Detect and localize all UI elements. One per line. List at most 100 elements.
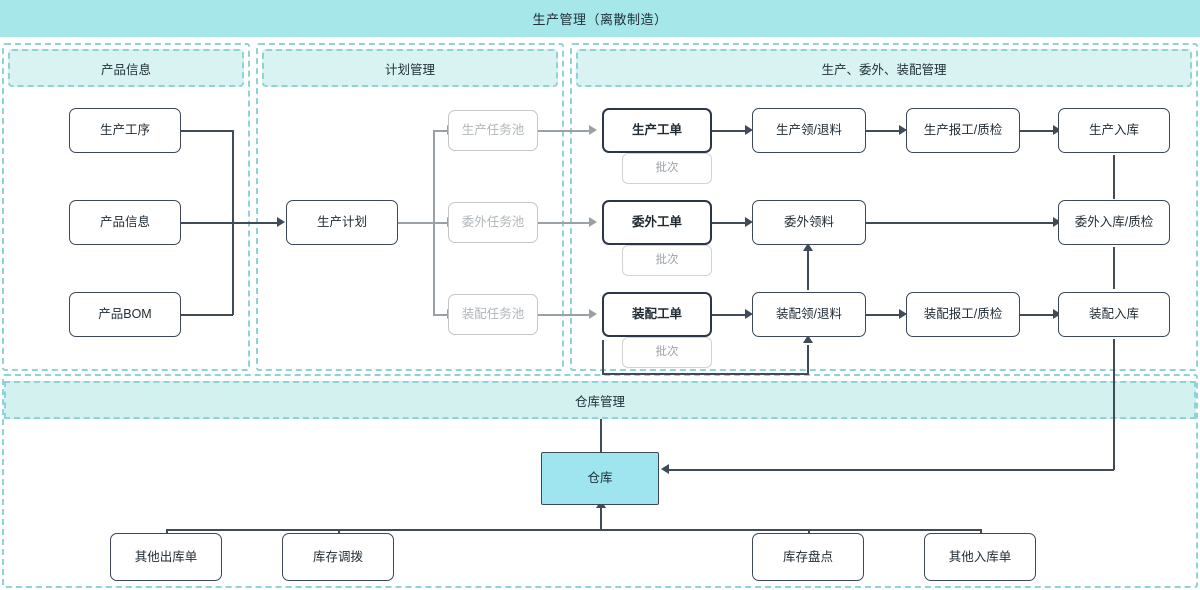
lane-header-warehouse-management: 仓库管理	[4, 381, 1196, 419]
node-label: 批次	[655, 253, 679, 266]
edge-bom-to-bus	[181, 314, 233, 316]
node-label: 批次	[655, 161, 679, 174]
node-outsource-stock-in-inspection[interactable]: 委外入库/质检	[1058, 200, 1170, 245]
arrowhead-to-report-production	[899, 125, 907, 135]
node-other-inbound-order[interactable]: 其他入库单	[924, 533, 1036, 581]
node-label: 产品BOM	[98, 307, 152, 321]
edge-inprod-to-inout	[1113, 155, 1115, 199]
node-label: 委外领料	[783, 215, 834, 229]
node-label: 产品信息	[99, 215, 150, 229]
node-batch-assembly[interactable]: 批次	[622, 337, 712, 368]
node-assembly-work-order[interactable]: 装配工单	[602, 292, 712, 337]
arrowhead-into-warehouse-right	[661, 464, 669, 474]
node-label: 装配领/退料	[776, 307, 842, 321]
node-label: 库存盘点	[782, 549, 833, 564]
edge-productinfo-to-plan	[181, 222, 279, 224]
edge-report-asm-to-in	[1020, 314, 1056, 316]
edge-plan-to-poolbus	[398, 222, 434, 224]
lane-header-production-outsource-assembly: 生产、委外、装配管理	[576, 49, 1192, 87]
edge-warehousefeed-riser	[602, 340, 604, 375]
node-label: 生产计划	[316, 215, 367, 229]
node-assembly-stock-in[interactable]: 装配入库	[1058, 292, 1170, 337]
edge-pick-asm-to-report	[866, 314, 902, 316]
node-product-bom[interactable]: 产品BOM	[69, 292, 181, 337]
node-product-information[interactable]: 产品信息	[69, 200, 181, 245]
lane-warehouse-management	[2, 374, 1198, 588]
edge-wo-asm-to-pick	[712, 314, 748, 316]
node-warehouse[interactable]: 仓库	[541, 452, 659, 505]
node-production-plan[interactable]: 生产计划	[286, 200, 398, 245]
node-stock-count[interactable]: 库存盘点	[752, 533, 864, 581]
lane-header-label: 计划管理	[384, 62, 435, 77]
node-batch-outsource[interactable]: 批次	[622, 245, 712, 276]
edge-warehousefeed-up-to-pickasm	[807, 345, 809, 375]
arrowhead-up-to-pick-outsource	[803, 243, 813, 251]
node-outsource-work-order[interactable]: 委外工单	[602, 200, 712, 245]
arrowhead-to-pick-assembly	[745, 309, 753, 319]
node-production-process[interactable]: 生产工序	[69, 108, 181, 153]
lane-production-outsource-assembly	[570, 43, 1198, 371]
edge-stockin-to-warehouse	[668, 469, 1114, 471]
node-batch-production[interactable]: 批次	[622, 153, 712, 184]
edge-bus-to-pool-out	[433, 222, 449, 224]
arrowhead-to-in-production	[1053, 125, 1061, 135]
lane-header-product-info: 产品信息	[8, 49, 244, 87]
edge-bus-to-pool-asm	[433, 314, 449, 316]
edge-pick-prod-to-report	[866, 130, 902, 132]
node-label: 装配工单	[631, 307, 682, 321]
node-production-work-order[interactable]: 生产工单	[602, 108, 712, 153]
arrowhead-to-pick-production	[745, 125, 753, 135]
edge-bus-to-pool-prod	[433, 130, 449, 132]
lane-header-plan-management: 计划管理	[262, 49, 558, 87]
edge-pickout-to-inout	[866, 222, 1056, 224]
arrowhead-to-in-outsource	[1053, 217, 1061, 227]
arrowhead-to-production-plan	[277, 217, 285, 227]
edge-band-to-warehouse	[600, 419, 602, 453]
arrowhead-to-pick-outsource	[745, 217, 753, 227]
node-label: 生产入库	[1088, 123, 1139, 137]
lane-header-label: 产品信息	[100, 62, 151, 77]
node-label: 委外工单	[631, 215, 682, 229]
node-label: 装配任务池	[461, 307, 525, 321]
node-production-task-pool[interactable]: 生产任务池	[448, 110, 538, 151]
node-outsource-pick-material[interactable]: 委外领料	[752, 200, 866, 245]
edge-pool-prod-to-wo	[538, 130, 590, 132]
edge-doc-bus-horizontal	[166, 529, 981, 531]
node-label: 生产领/退料	[776, 123, 842, 137]
node-label: 生产工序	[99, 123, 150, 137]
edge-pool-asm-to-wo	[538, 314, 590, 316]
arrowhead-to-wo-production	[589, 125, 597, 135]
node-other-outbound-order[interactable]: 其他出库单	[110, 533, 222, 581]
node-assembly-task-pool[interactable]: 装配任务池	[448, 294, 538, 335]
lane-header-label: 仓库管理	[574, 394, 625, 409]
node-label: 其他入库单	[948, 549, 1012, 564]
node-production-report-inspection[interactable]: 生产报工/质检	[906, 108, 1020, 153]
node-label: 生产工单	[631, 123, 682, 137]
node-assembly-pick-return-material[interactable]: 装配领/退料	[752, 292, 866, 337]
arrowhead-to-wo-assembly	[589, 309, 597, 319]
node-label: 仓库	[587, 471, 613, 485]
node-stock-transfer[interactable]: 库存调拨	[282, 533, 394, 581]
node-label: 装配报工/质检	[923, 307, 1003, 321]
node-production-pick-return-material[interactable]: 生产领/退料	[752, 108, 866, 153]
edge-warehousefeed-horizontal	[602, 373, 809, 375]
node-outsource-task-pool[interactable]: 委外任务池	[448, 202, 538, 243]
node-label: 委外任务池	[461, 215, 525, 229]
edge-warehouse-to-docbus	[600, 505, 602, 530]
arrowhead-up-to-pick-assembly	[803, 335, 813, 343]
lane-product-info	[2, 43, 250, 371]
node-label: 生产报工/质检	[923, 123, 1003, 137]
page-title: 生产管理（离散制造）	[532, 12, 668, 27]
node-assembly-report-inspection[interactable]: 装配报工/质检	[906, 292, 1020, 337]
node-label: 库存调拨	[312, 549, 363, 564]
node-label: 装配入库	[1088, 307, 1139, 321]
edge-wo-prod-to-pick	[712, 130, 748, 132]
node-label: 委外入库/质检	[1074, 215, 1154, 229]
node-label: 生产任务池	[461, 123, 525, 137]
arrowhead-to-wo-outsource	[589, 217, 597, 227]
node-production-stock-in[interactable]: 生产入库	[1058, 108, 1170, 153]
arrowhead-to-in-assembly	[1053, 309, 1061, 319]
arrowhead-to-report-assembly	[899, 309, 907, 319]
edge-pickasm-up-to-pickout	[807, 248, 809, 290]
